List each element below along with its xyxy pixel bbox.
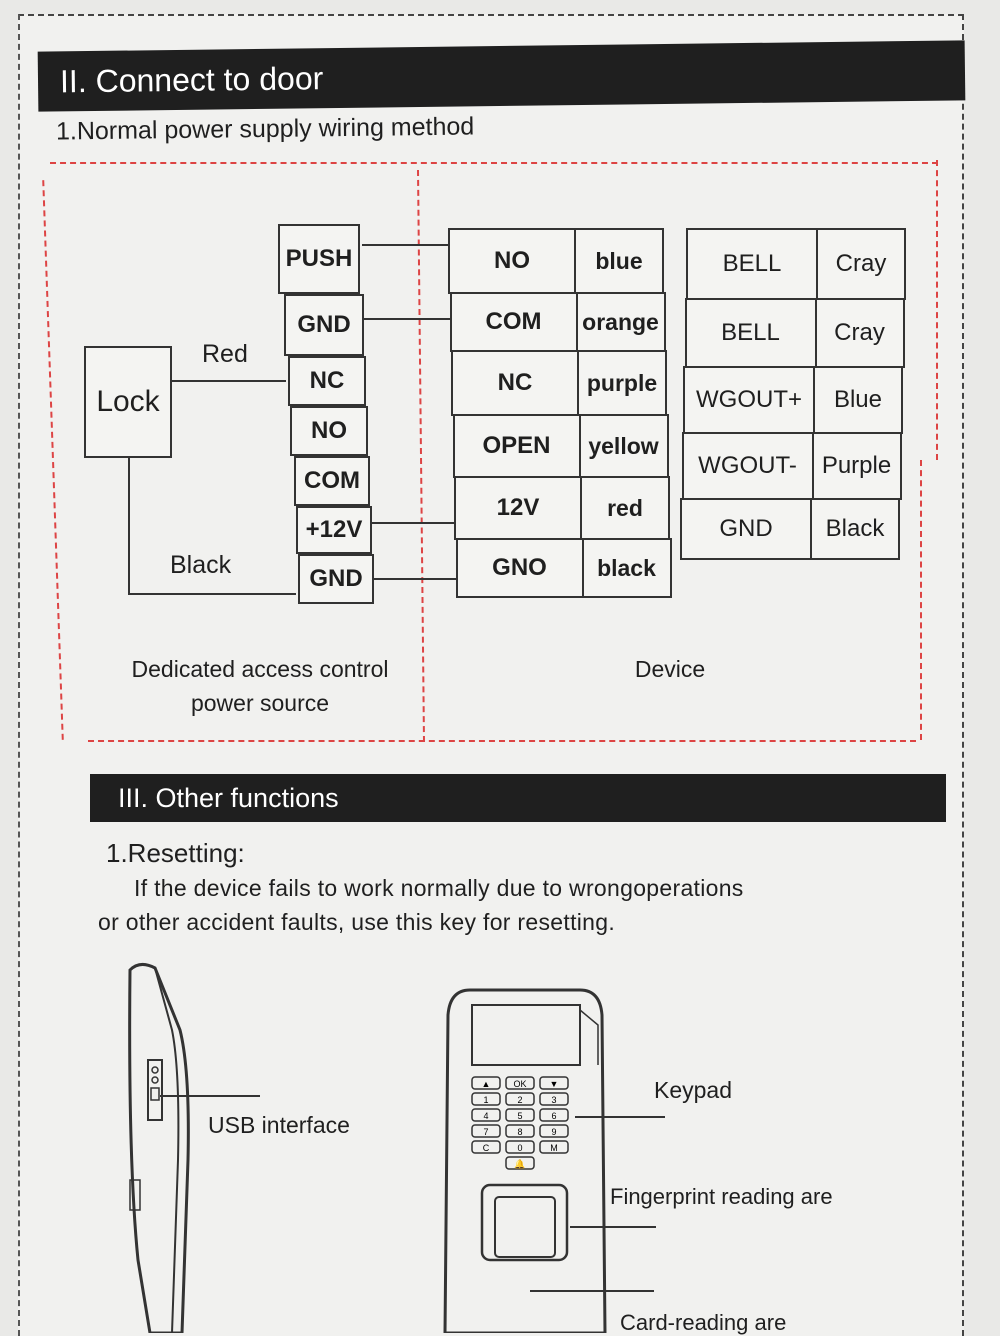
power-terminal-2: NC: [288, 356, 366, 406]
black-wire-label: Black: [170, 551, 232, 579]
power-source-caption-1: Dedicated access control: [131, 656, 389, 682]
resetting-subtitle: 1.Resetting:: [106, 838, 245, 868]
section-title: III. Other functions: [118, 782, 339, 813]
power-terminal-6: GND: [298, 554, 374, 604]
device-pin-1: COM: [449, 292, 578, 352]
aux-wire-color-0: Cray: [816, 228, 906, 300]
keypad-key-15: [505, 1156, 535, 1170]
keypad-key-8: [539, 1108, 569, 1122]
keypad-key-0: [471, 1076, 501, 1090]
section-other-functions-header: III. Other functions: [90, 774, 946, 822]
keypad-key-9: [471, 1124, 501, 1138]
keypad-key-label-14: M: [550, 1143, 558, 1153]
device-wire-color-3: yellow: [578, 414, 669, 478]
keypad-key-label-3: 1: [483, 1095, 488, 1105]
keypad-key-1: [505, 1076, 535, 1090]
keypad-key-label-7: 5: [517, 1111, 522, 1121]
usb-pointer-line: [160, 1095, 260, 1097]
diagram-bottom-border: [88, 740, 916, 742]
keypad-key-label-1: OK: [513, 1079, 526, 1089]
black-wire-horizontal: [128, 593, 296, 595]
resetting-text-line1: If the device fails to work normally due…: [134, 875, 744, 901]
section-title: II. Connect to door: [59, 59, 324, 99]
resetting-text-line2: or other accident faults, use this key f…: [98, 909, 616, 935]
keypad-key-label-10: 8: [517, 1127, 522, 1137]
power-terminal-3: NO: [290, 406, 368, 456]
usb-interface-label: USB interface: [208, 1112, 350, 1138]
keypad-key-10: [505, 1124, 535, 1138]
keypad-key-7: [505, 1108, 535, 1122]
keypad-key-label-6: 4: [483, 1111, 488, 1121]
red-wire: [172, 380, 286, 382]
keypad-key-11: [539, 1124, 569, 1138]
power-terminal-0: PUSH: [278, 224, 360, 294]
wiring-method-subtitle: 1.Normal power supply wiring method: [55, 112, 475, 146]
section-connect-to-door-header: II. Connect to door: [37, 40, 966, 112]
power-source-caption-2: power source: [190, 690, 330, 716]
keypad-key-2: [539, 1076, 569, 1090]
gnd-wire: [364, 318, 450, 320]
device-wire-color-2: purple: [577, 350, 667, 416]
aux-wire-color-4: Black: [810, 498, 900, 560]
diagram-right-border-lower: [920, 460, 922, 740]
diagram-top-border: [50, 162, 938, 164]
keypad-key-label-13: 0: [517, 1143, 522, 1153]
device-pin-4: 12V: [454, 476, 582, 540]
device-pin-0: NO: [448, 228, 576, 294]
aux-pin-2: WGOUT+: [683, 366, 815, 434]
keypad-key-label-8: 6: [551, 1111, 556, 1121]
power-terminal-4: COM: [294, 456, 370, 506]
lock-box: Lock: [84, 346, 172, 458]
diagram-right-border: [936, 160, 938, 460]
keypad-key-12: [471, 1140, 501, 1154]
fingerprint-pointer-line: [570, 1226, 656, 1228]
power-terminal-1: GND: [284, 294, 364, 356]
keypad-key-label-9: 7: [483, 1127, 488, 1137]
keypad-key-label-2: ▼: [550, 1079, 559, 1089]
aux-wire-color-2: Blue: [813, 366, 903, 434]
power-terminal-5: +12V: [296, 506, 372, 554]
keypad-key-13: [505, 1140, 535, 1154]
keypad-key-label-5: 3: [551, 1095, 556, 1105]
aux-pin-3: WGOUT-: [681, 432, 814, 500]
keypad-key-label-4: 2: [517, 1095, 522, 1105]
black-wire-vertical: [128, 458, 130, 594]
push-wire: [362, 244, 448, 246]
device-pin-3: OPEN: [452, 414, 581, 478]
aux-pin-4: GND: [680, 498, 812, 560]
device-pin-5: GNO: [455, 538, 584, 598]
card-reading-label: Card-reading are: [620, 1310, 787, 1335]
keypad-key-label-15: 🔔: [514, 1159, 525, 1169]
device-wire-color-5: black: [581, 538, 672, 598]
device-caption: Device: [634, 656, 706, 682]
lock-label: Lock: [96, 385, 160, 418]
aux-wire-color-1: Cray: [814, 298, 905, 368]
device-wire-color-1: orange: [575, 292, 666, 352]
device-wire-color-4: red: [580, 476, 670, 540]
aux-pin-1: BELL: [684, 298, 817, 368]
aux-wire-color-3: Purple: [811, 432, 902, 500]
keypad-label: Keypad: [654, 1077, 733, 1103]
keypad-key-label-12: C: [483, 1143, 490, 1153]
keypad-key-6: [471, 1108, 501, 1122]
keypad-key-14: [539, 1140, 569, 1154]
keypad-pointer-line: [575, 1116, 665, 1118]
keypad-key-4: [505, 1092, 535, 1106]
red-wire-label: Red: [202, 340, 248, 368]
keypad-key-3: [471, 1092, 501, 1106]
gnd-wire-2: [374, 578, 456, 580]
12v-wire: [372, 522, 456, 524]
device-wire-color-0: blue: [574, 228, 664, 294]
keypad-key-5: [539, 1092, 569, 1106]
fingerprint-label: Fingerprint reading are: [610, 1184, 833, 1209]
device-pin-2: NC: [451, 350, 579, 416]
aux-pin-0: BELL: [686, 228, 818, 300]
keypad-key-label-11: 9: [551, 1127, 556, 1137]
device-side-view-illustration: [128, 963, 190, 1333]
card-pointer-line: [530, 1290, 654, 1292]
keypad-key-label-0: ▲: [482, 1079, 491, 1089]
device-front-view-illustration: ▲ OK ▼ 1 2 3 4 5 6 7 8 9C 0 M 🔔: [443, 988, 607, 1333]
